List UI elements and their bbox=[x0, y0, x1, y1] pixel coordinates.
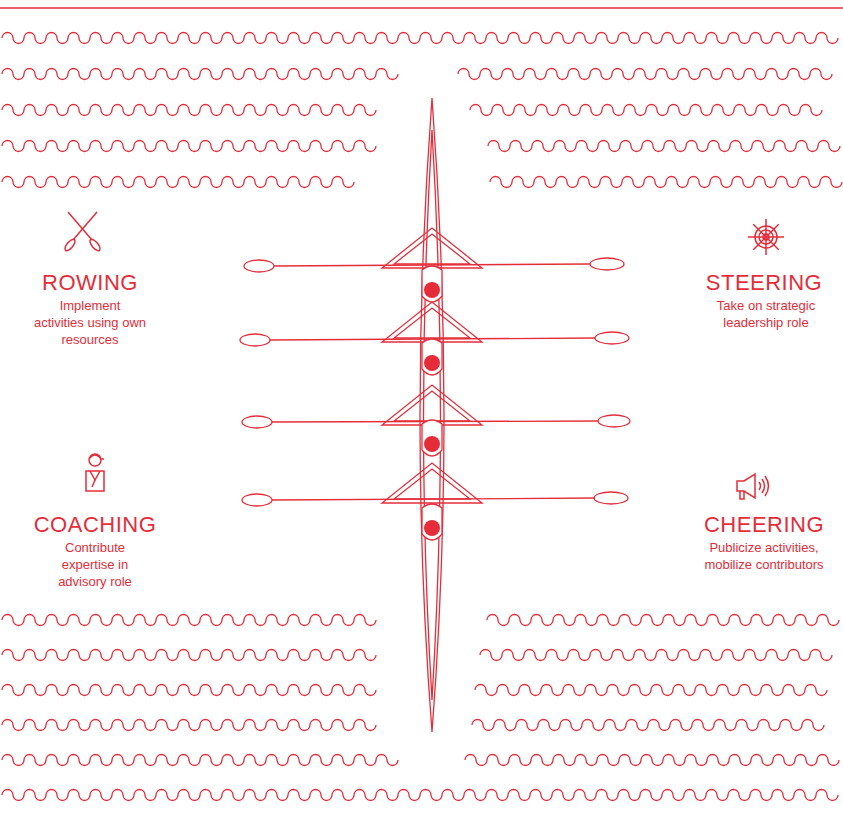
waves bbox=[2, 33, 842, 801]
role-heading: ROWING bbox=[15, 271, 165, 295]
coach-icon bbox=[86, 454, 104, 491]
wave-line bbox=[2, 615, 376, 626]
wave-line bbox=[2, 141, 376, 152]
boat bbox=[240, 98, 630, 732]
wave-line bbox=[2, 650, 376, 661]
role-description: Publicize activities, mobilize contribut… bbox=[689, 539, 839, 573]
wave-line bbox=[2, 33, 838, 44]
wave-line bbox=[470, 105, 822, 116]
wave-line bbox=[472, 720, 824, 731]
wave-line bbox=[2, 105, 376, 116]
rowers bbox=[422, 266, 442, 540]
rigger bbox=[394, 234, 470, 264]
role-description: Contribute expertise in advisory role bbox=[43, 539, 147, 590]
rigger bbox=[394, 469, 470, 499]
wave-line bbox=[488, 141, 840, 152]
megaphone-icon bbox=[737, 474, 769, 499]
rigger bbox=[382, 302, 482, 342]
rigger bbox=[382, 228, 482, 268]
oars bbox=[240, 258, 630, 506]
crossed-oars-icon bbox=[63, 212, 102, 252]
wave-line bbox=[487, 615, 839, 626]
riggers bbox=[382, 228, 482, 503]
wave-line bbox=[2, 69, 398, 80]
wave-line bbox=[490, 177, 842, 188]
wave-line bbox=[458, 69, 832, 80]
wave-line bbox=[475, 685, 827, 696]
role-description: Implement activities using own resources bbox=[34, 297, 146, 348]
role-heading: STEERING bbox=[689, 271, 839, 295]
wave-line bbox=[2, 177, 354, 188]
hull-outer bbox=[420, 98, 444, 732]
top-rule bbox=[0, 7, 843, 8]
rigger bbox=[394, 391, 470, 421]
wave-line bbox=[465, 755, 839, 766]
wave-line bbox=[2, 685, 376, 696]
role-heading: COACHING bbox=[15, 513, 175, 537]
role-heading: CHEERING bbox=[689, 513, 839, 537]
wave-line bbox=[480, 650, 832, 661]
wave-line bbox=[2, 790, 838, 801]
wave-line bbox=[2, 755, 398, 766]
steering-wheel-icon bbox=[748, 219, 784, 255]
role-description: Take on strategic leadership role bbox=[716, 297, 816, 331]
rigger bbox=[394, 308, 470, 338]
rigger bbox=[382, 463, 482, 503]
rigger bbox=[382, 385, 482, 425]
wave-line bbox=[2, 720, 376, 731]
hull-inner bbox=[424, 130, 441, 700]
